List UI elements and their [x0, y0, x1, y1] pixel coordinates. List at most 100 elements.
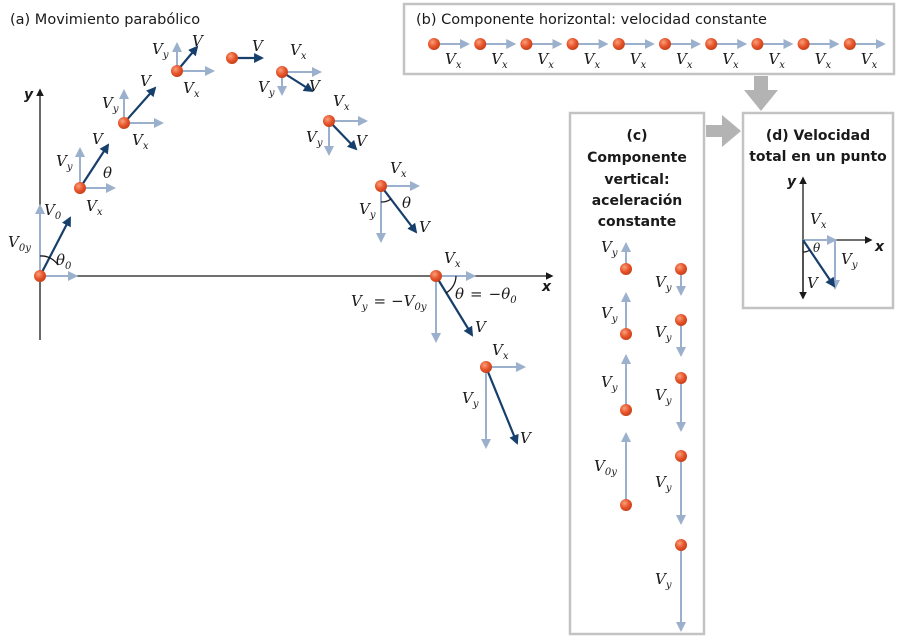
- label-vx: Vx: [333, 92, 350, 113]
- panel-a-labels: V0y V0 θ0 Vy V θ Vx Vy V Vx Vy V Vx V Vx…: [8, 32, 533, 447]
- theta-arc: [380, 198, 392, 203]
- panel-d-title-line: total en un punto: [749, 149, 887, 165]
- label-vx: Vx: [861, 50, 878, 71]
- label-vy: Vy: [655, 323, 672, 344]
- panel-d-title: (d) Velocidad total en un punto: [749, 128, 887, 165]
- label-vy: Vy: [841, 250, 858, 271]
- label-vy: Vy: [306, 128, 323, 149]
- panel-b-labels: Vx Vx Vx Vx Vx Vx Vx Vx Vx Vx: [445, 50, 878, 71]
- v-arrow: [328, 120, 358, 151]
- label-vx: Vx: [584, 50, 601, 71]
- label-v: V: [807, 274, 820, 292]
- label-vy: Vy: [258, 78, 275, 99]
- label-vx: Vx: [445, 50, 462, 71]
- theta-arc: [445, 275, 457, 294]
- v-arrow: [435, 275, 474, 337]
- label-vy: Vy: [102, 94, 119, 115]
- label-vx: Vx: [537, 50, 554, 71]
- label-vx: Vx: [132, 131, 149, 152]
- panel-d-title-line: (d) Velocidad: [766, 128, 870, 144]
- label-vx: Vx: [444, 249, 461, 270]
- connector-arrow-b-to-d: [744, 76, 778, 111]
- panel-c-title-line: constante: [598, 214, 677, 230]
- label-v: V: [92, 130, 105, 148]
- label-vy: Vy: [655, 473, 672, 494]
- label-vx: Vx: [810, 210, 827, 231]
- label-vx: Vx: [676, 50, 693, 71]
- ball: [620, 328, 632, 340]
- v-arrow: [380, 185, 418, 234]
- label-vy: Vy: [655, 570, 672, 591]
- theta0-arc: [39, 255, 59, 266]
- label-theta: θ: [402, 194, 411, 212]
- label-v: V: [309, 77, 322, 95]
- v-arrow: [802, 239, 836, 288]
- ball: [480, 361, 492, 373]
- label-vy-equals-minus-v0y: Vy=−V0y: [351, 292, 427, 313]
- ball: [751, 38, 764, 50]
- ball: [675, 539, 687, 551]
- label-vx: Vx: [491, 50, 508, 71]
- ball: [323, 115, 335, 127]
- v-arrow: [484, 366, 519, 445]
- label-vy: Vy: [601, 238, 618, 259]
- label-vx: Vx: [768, 50, 785, 71]
- ball: [620, 263, 632, 275]
- ball: [675, 263, 687, 275]
- theta-arc: [802, 249, 811, 253]
- panel-d-labels: Vx Vy V θ: [807, 210, 858, 292]
- panel-c-title: (c) Componente vertical: aceleración con…: [587, 128, 687, 230]
- panel-b-title: (b) Componente horizontal: velocidad con…: [416, 12, 767, 28]
- panel-b-box: [402, 2, 896, 76]
- label-vx: Vx: [815, 50, 832, 71]
- label-vx: Vx: [630, 50, 647, 71]
- panel-c-labels: Vy Vy Vy V0y Vy Vy Vy Vy Vy: [594, 238, 672, 591]
- y-axis-label: y: [24, 87, 34, 103]
- ball: [226, 52, 238, 64]
- ball: [375, 180, 387, 192]
- x-axis-label: x: [541, 279, 552, 295]
- label-v: V: [356, 132, 369, 150]
- ball: [659, 38, 671, 50]
- ball: [428, 38, 440, 50]
- ball: [34, 270, 46, 282]
- label-vx: Vx: [722, 50, 739, 71]
- label-vx: Vx: [492, 341, 509, 362]
- label-v0y: V0y: [8, 233, 31, 254]
- panel-d-vectors: [802, 235, 840, 290]
- d-y-axis-label: y: [787, 174, 797, 190]
- label-v: V: [140, 72, 153, 90]
- ball: [612, 38, 625, 50]
- ball: [675, 372, 687, 384]
- v-arrow: [123, 86, 157, 124]
- panel-c-box: [568, 111, 706, 636]
- d-x-axis-label: x: [874, 239, 885, 255]
- label-vy: Vy: [462, 389, 479, 410]
- label-theta: θ: [103, 164, 112, 182]
- label-vy: Vy: [56, 152, 73, 173]
- v-arrow: [79, 143, 110, 189]
- panel-c-title-line: Componente: [587, 150, 687, 166]
- label-v: V: [475, 318, 488, 336]
- ball: [118, 117, 130, 129]
- ball: [430, 270, 442, 282]
- label-vx: Vx: [390, 159, 407, 180]
- label-v: V: [192, 32, 205, 50]
- ball: [675, 450, 687, 462]
- panel-d-box: [741, 111, 895, 310]
- panel-c-title-line: (c): [626, 128, 647, 144]
- ball: [74, 182, 86, 194]
- label-vy: Vy: [359, 200, 376, 221]
- label-vy: Vy: [152, 40, 169, 61]
- label-vy: Vy: [601, 304, 618, 325]
- ball: [797, 38, 810, 50]
- panel-c-title-line: vertical:: [604, 172, 669, 188]
- ball: [276, 66, 288, 78]
- label-vy: Vy: [655, 273, 672, 294]
- label-vy: Vy: [655, 386, 672, 407]
- connector-arrow-c-to-d: [706, 115, 741, 147]
- ball: [474, 38, 487, 50]
- ball: [843, 38, 856, 50]
- label-vx: Vx: [183, 79, 200, 100]
